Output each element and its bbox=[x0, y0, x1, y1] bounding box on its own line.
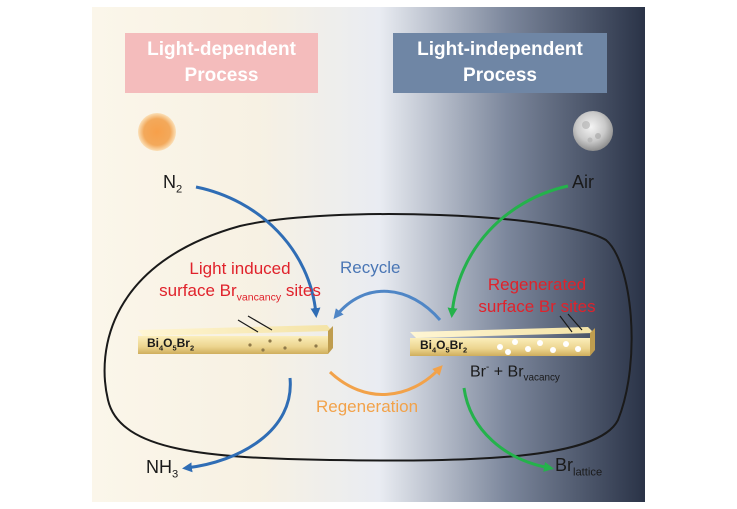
reactor-outline bbox=[103, 213, 633, 462]
right-catalyst-label: Bi4O5Br2 bbox=[420, 338, 468, 355]
br-lattice-label: Brlattice bbox=[555, 455, 603, 479]
nh3-output-arrow bbox=[182, 377, 292, 473]
right-catalyst-bar bbox=[410, 327, 595, 356]
br-vacancy-label: Br- + Brvacancy bbox=[470, 362, 560, 384]
light-induced-sites-label: Light induced surface Brvancancy sites bbox=[159, 259, 321, 304]
air-label: Air bbox=[572, 172, 594, 192]
n2-input-arrow bbox=[195, 185, 321, 318]
regeneration-arrow bbox=[328, 365, 443, 396]
regeneration-label: Regeneration bbox=[316, 397, 419, 416]
n2-label: N2 bbox=[163, 172, 183, 196]
left-catalyst-label: Bi4O5Br2 bbox=[147, 336, 195, 353]
br-lattice-output-arrow bbox=[462, 387, 554, 472]
light-dependent-process-banner: Light-dependent Process bbox=[125, 33, 318, 93]
light-independent-process-label: Light-independent Process bbox=[417, 39, 583, 86]
sun-icon bbox=[138, 113, 176, 151]
regenerated-sites-label: Regenerated surface Br sites bbox=[478, 275, 596, 316]
left-catalyst-bar bbox=[138, 325, 333, 354]
light-dependent-process-label: Light-dependent Process bbox=[147, 39, 296, 86]
nh3-label: NH3 bbox=[146, 457, 179, 481]
recycle-arrow bbox=[333, 289, 442, 321]
light-independent-process-banner: Light-independent Process bbox=[393, 33, 607, 93]
air-input-arrow bbox=[447, 184, 569, 318]
recycle-label: Recycle bbox=[340, 258, 401, 277]
moon-icon bbox=[573, 111, 613, 151]
